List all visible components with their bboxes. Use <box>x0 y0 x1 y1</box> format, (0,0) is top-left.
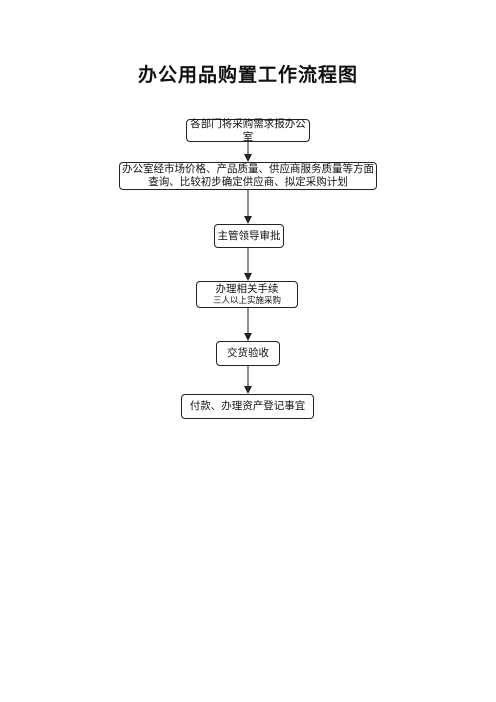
step-text-line1: 办公室经市场价格、产品质量、供应商服务质量等方面 <box>122 163 374 175</box>
step-text-line2: 查询、比较初步确定供应商、拟定采购计划 <box>148 176 348 188</box>
step-text: 主管领导审批 <box>217 229 281 242</box>
step-procedures: 办理相关手续 三人以上实施采购 <box>196 281 298 308</box>
step-text: 各部门将采购需求报办公室 <box>190 117 306 143</box>
step-text-line1: 办理相关手续 <box>215 282 279 295</box>
step-delivery-check: 交货验收 <box>216 341 280 366</box>
step-market-research: 办公室经市场价格、产品质量、供应商服务质量等方面 查询、比较初步确定供应商、拟定… <box>119 162 377 190</box>
step-text: 交货验收 <box>227 347 269 359</box>
page-title: 办公用品购置工作流程图 <box>137 64 358 86</box>
step-text-line2: 三人以上实施采购 <box>212 295 281 306</box>
step-payment-registration: 付款、办理资产登记事宜 <box>181 394 314 419</box>
step-text: 付款、办理资产登记事宜 <box>189 400 306 412</box>
step-leader-approval: 主管领导审批 <box>214 224 284 248</box>
step-submit-request: 各部门将采购需求报办公室 <box>186 117 310 143</box>
